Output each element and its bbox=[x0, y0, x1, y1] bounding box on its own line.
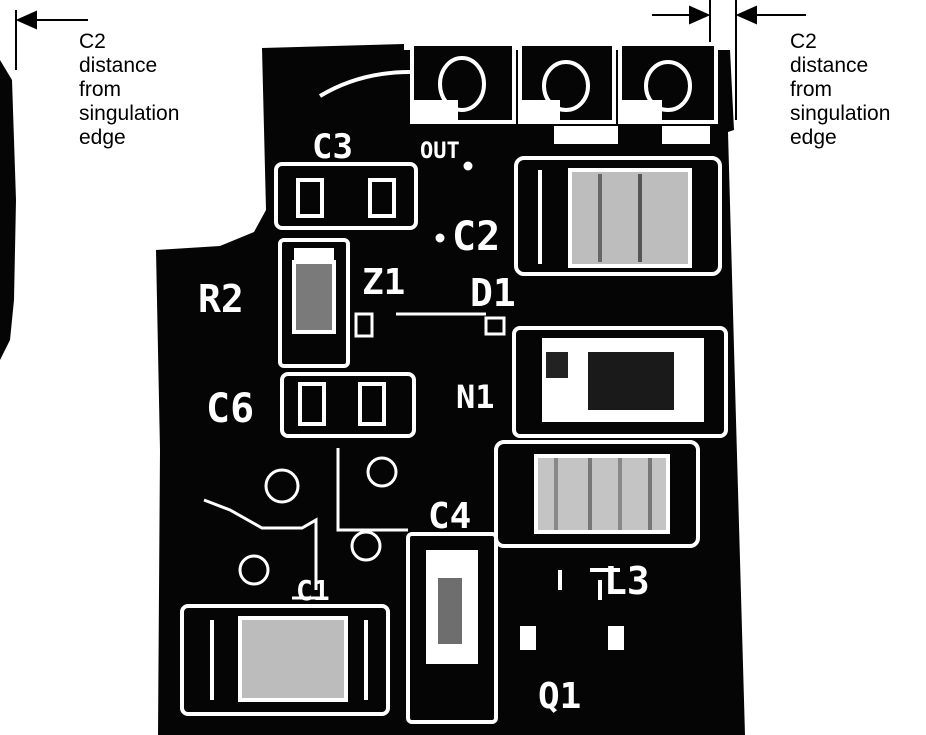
annotation-left-line: edge bbox=[79, 126, 126, 149]
label-c6: C6 bbox=[206, 386, 254, 432]
component-c3 bbox=[274, 162, 418, 230]
annotation-left: C2 distance from singulation edge bbox=[79, 30, 179, 150]
label-out: OUT bbox=[420, 139, 460, 164]
label-c3: C3 bbox=[312, 127, 353, 167]
label-c1: C1 bbox=[296, 574, 330, 607]
component-q1 bbox=[520, 568, 624, 650]
component-r2 bbox=[278, 238, 350, 368]
label-d1: D1 bbox=[470, 271, 516, 315]
annotation-right-line: edge bbox=[790, 126, 837, 149]
component-c4 bbox=[406, 532, 498, 724]
component-l3 bbox=[494, 440, 700, 548]
annotation-right-line: distance bbox=[790, 54, 869, 77]
component-z1-d1 bbox=[354, 312, 506, 338]
traces-and-vias bbox=[203, 161, 473, 600]
component-c2 bbox=[514, 126, 722, 276]
component-c6 bbox=[280, 372, 416, 438]
annotation-right-line: from bbox=[790, 78, 832, 101]
label-l3: L3 bbox=[604, 559, 650, 603]
left-board-edge bbox=[0, 60, 16, 360]
annotation-left-line: from bbox=[79, 78, 121, 101]
component-n1 bbox=[512, 326, 728, 438]
label-q1: Q1 bbox=[538, 676, 581, 717]
annotation-left-line: C2 bbox=[79, 30, 106, 53]
annotation-right: C2 distance from singulation edge bbox=[790, 30, 890, 150]
annotation-left-line: distance bbox=[79, 54, 158, 77]
component-c1 bbox=[180, 604, 390, 716]
connector-pads bbox=[318, 42, 718, 124]
label-n1: N1 bbox=[456, 378, 495, 416]
annotation-left-line: singulation bbox=[79, 102, 180, 125]
label-c4: C4 bbox=[428, 496, 471, 537]
dimension-marker-left bbox=[15, 10, 88, 70]
label-c2: C2 bbox=[452, 214, 500, 260]
annotation-right-line: C2 bbox=[790, 30, 817, 53]
label-r2: R2 bbox=[198, 277, 244, 321]
annotation-right-line: singulation bbox=[790, 102, 891, 125]
label-z1: Z1 bbox=[362, 262, 405, 303]
connector-pad-fills bbox=[414, 100, 662, 124]
